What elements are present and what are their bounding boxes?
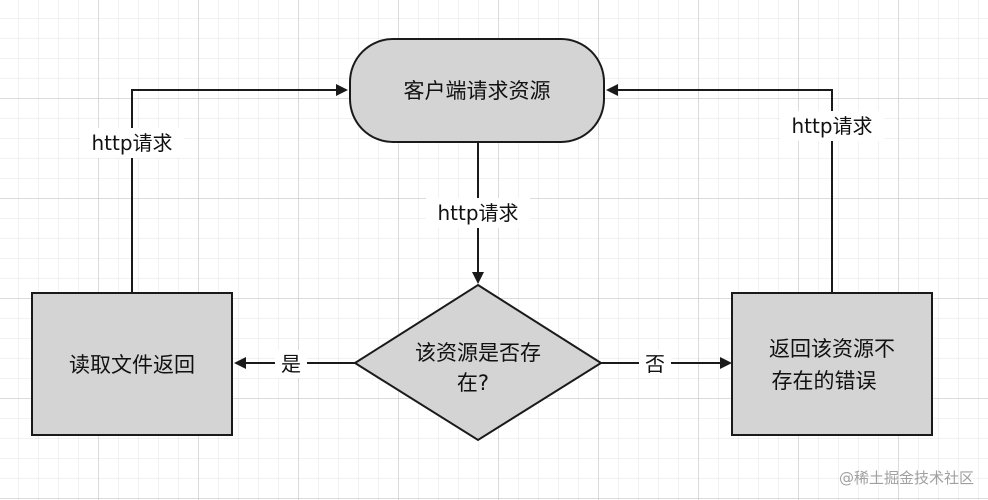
node-client-request-label: 客户端请求资源 <box>404 79 551 103</box>
node-return-error-line1: 返回该资源不 <box>769 337 895 361</box>
watermark: @稀土掘金技术社区 <box>838 469 974 487</box>
node-read-file-label: 读取文件返回 <box>69 353 195 377</box>
edge-label-decision-no-text: 否 <box>645 352 665 376</box>
edge-label-request-to-decision: http请求 <box>426 198 530 228</box>
node-exists-decision: 该资源是否存 在? <box>353 283 603 442</box>
node-exists-decision-shape <box>353 283 603 442</box>
node-return-error-line2: 存在的错误 <box>772 369 877 393</box>
edge-label-decision-yes-text: 是 <box>281 352 301 376</box>
edge-read-to-client <box>131 84 348 293</box>
edge-label-read-to-client: http请求 <box>80 128 184 158</box>
edge-label-decision-no: 否 <box>639 350 671 378</box>
edge-label-error-to-client: http请求 <box>780 111 884 141</box>
edge-label-decision-yes: 是 <box>275 350 307 378</box>
edge-label-request-to-decision-text: http请求 <box>437 201 518 225</box>
node-read-file-shape <box>31 292 233 436</box>
node-exists-decision-line1: 该资源是否存 <box>415 341 541 365</box>
node-read-file: 读取文件返回 <box>31 292 233 436</box>
edge-label-read-to-client-text: http请求 <box>91 131 172 155</box>
edge-label-error-to-client-text: http请求 <box>791 114 872 138</box>
node-return-error-shape <box>731 292 933 436</box>
node-exists-decision-line2: 在? <box>457 371 489 395</box>
node-client-request: 客户端请求资源 <box>349 38 605 143</box>
edge-line-read-to-client <box>131 84 348 293</box>
node-return-error: 返回该资源不 存在的错误 <box>731 292 933 436</box>
edge-line-error-to-client <box>606 84 833 293</box>
edge-error-to-client <box>606 84 833 293</box>
node-client-request-shape <box>349 38 605 143</box>
